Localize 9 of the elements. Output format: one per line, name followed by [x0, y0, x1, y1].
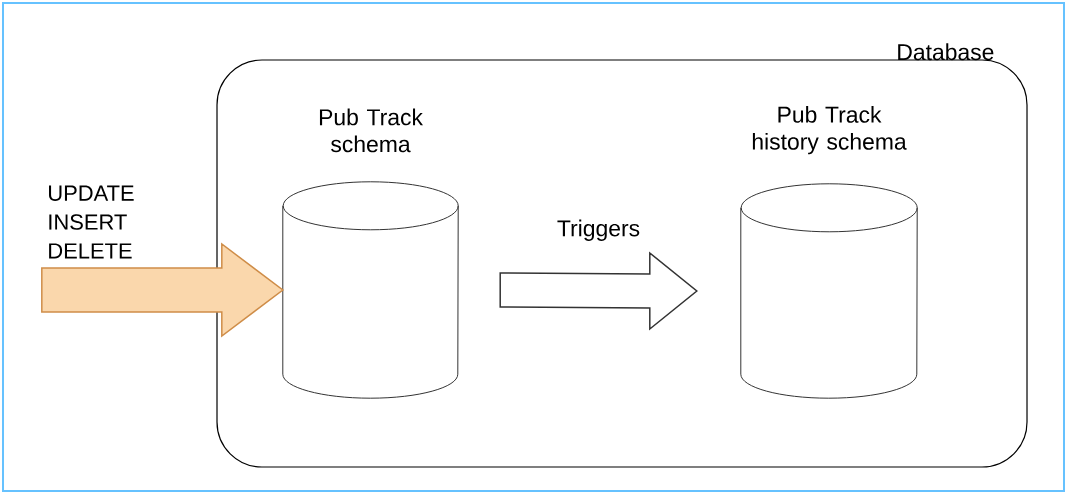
cylinder: Pub Track history schema [740, 106, 918, 399]
block-arrow [41, 242, 285, 338]
node-label: Pub Track schema [319, 108, 423, 153]
block-arrow [499, 251, 698, 331]
cylinder: Pub Track schema [282, 108, 459, 399]
edge-label: UPDATE INSERT DELETE [49, 185, 134, 259]
edge-label: Triggers [557, 219, 640, 241]
node-label: Pub Track history schema [752, 106, 907, 155]
node-label: Database [898, 43, 994, 61]
